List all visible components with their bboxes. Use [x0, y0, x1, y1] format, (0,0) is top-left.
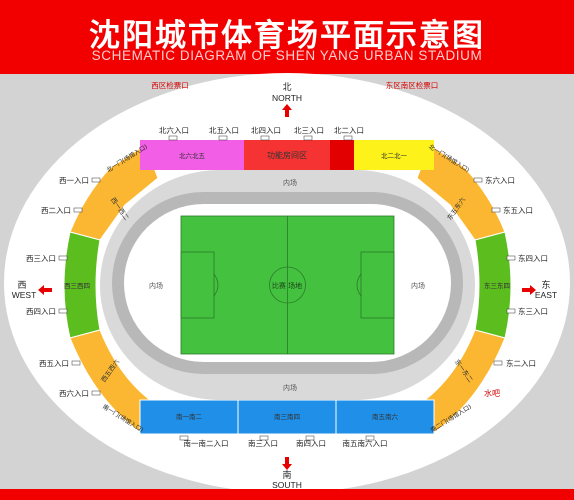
header-banner: 沈阳城市体育场平面示意图 SCHEMATIC DIAGRAM OF SHEN Y… — [0, 0, 574, 74]
entrance-w5[interactable]: 西五入口 — [39, 359, 69, 368]
entrance-w4[interactable]: 西四入口 — [26, 307, 56, 316]
entrance-n3[interactable]: 北三入口 — [294, 126, 324, 135]
entrance-n2[interactable]: 北二入口 — [334, 126, 364, 135]
entrance-s3[interactable]: 南三入口 — [248, 438, 278, 448]
footer-bar — [0, 489, 574, 500]
gate-n5-icon — [218, 135, 228, 141]
entrance-n6[interactable]: 北六入口 — [159, 125, 189, 135]
page-title: 沈阳城市体育场平面示意图 — [89, 18, 485, 54]
entrance-w1[interactable]: 西一入口 — [59, 176, 89, 185]
infield-label-right: 内场 — [411, 281, 425, 290]
infield-label-top: 内场 — [283, 178, 297, 187]
section-label-north-pink: 北六北五 — [179, 151, 206, 160]
entrance-w3[interactable]: 西三入口 — [26, 254, 56, 263]
entrance-e2[interactable]: 东二入口 — [506, 358, 536, 368]
section-label-south-3: 南五南六 — [372, 412, 399, 421]
infield-label-bottom: 内场 — [283, 383, 297, 392]
gate-s12-icon — [179, 435, 189, 441]
gate-n2-icon — [343, 135, 353, 141]
gate-e6-icon — [473, 177, 483, 183]
south-label-en: SOUTH — [272, 480, 302, 490]
gate-n3-icon — [303, 135, 313, 141]
infield-label-left: 内场 — [149, 281, 163, 290]
section-label-north-yellow: 北二北一 — [381, 152, 408, 160]
entrance-s56[interactable]: 南五南六入口 — [343, 438, 388, 448]
entrance-e5[interactable]: 东五入口 — [503, 205, 533, 215]
west-label-en: WEST — [12, 290, 37, 300]
section-label-south-2: 南三南四 — [274, 412, 300, 421]
gate-s56-icon — [365, 435, 375, 441]
gate-w5-icon — [71, 360, 81, 366]
stand-south-1[interactable] — [139, 399, 239, 435]
section-label-west: 西三西四 — [64, 282, 90, 290]
gate-w3-icon — [58, 255, 68, 261]
pitch-label: 比赛 场地 — [272, 281, 302, 290]
stand-north-pink[interactable] — [140, 140, 244, 170]
gate-e5-icon — [491, 207, 501, 213]
north-label-cn: 北 — [282, 82, 291, 93]
east-label-cn: 东 — [541, 279, 550, 291]
gate-s3-icon — [259, 435, 269, 441]
section-label-south-1: 南一南二 — [176, 412, 203, 421]
stand-northwest[interactable] — [69, 144, 159, 241]
east-label-en: EAST — [535, 290, 557, 300]
pitch-penalty-box-right — [360, 251, 395, 319]
gate-e4-icon — [506, 255, 516, 261]
stand-south-3[interactable] — [335, 399, 435, 435]
pitch-arc-left — [213, 273, 219, 297]
stand-south-2[interactable] — [237, 399, 337, 435]
north-label-en: NORTH — [272, 93, 302, 103]
stand-north-red-block — [330, 140, 354, 170]
entrance-n5[interactable]: 北五入口 — [209, 126, 239, 135]
gate-s4-icon — [305, 435, 315, 441]
entrance-w6[interactable]: 西六入口 — [59, 388, 89, 398]
gate-n6-icon — [168, 135, 178, 141]
stand-north-yellow[interactable] — [354, 140, 434, 170]
ticket-office-east[interactable]: 东区南区检票口 — [386, 80, 439, 90]
east-arrow-icon — [522, 285, 536, 295]
gate-w6-icon — [91, 390, 101, 396]
gate-w2-icon — [73, 207, 83, 213]
gate-w4-icon — [58, 308, 68, 314]
entrance-s12[interactable]: 南一南二入口 — [184, 438, 229, 448]
gate-w1-icon — [91, 177, 101, 183]
entrance-n4[interactable]: 北四入口 — [251, 126, 281, 135]
stand-north-function-rooms[interactable] — [244, 140, 330, 170]
ticket-office-west[interactable]: 西区检票口 — [151, 80, 189, 90]
entrance-e6[interactable]: 东六入口 — [485, 175, 515, 185]
pitch-penalty-box-left — [180, 251, 215, 319]
pitch-center-circle — [269, 266, 306, 304]
section-label-function-rooms: 功能房间区 — [267, 150, 307, 160]
section-label-east: 东三东四 — [484, 281, 510, 290]
water-bar-label[interactable]: 水吧 — [484, 388, 500, 398]
gate-e3-icon — [506, 308, 516, 314]
entrance-e3[interactable]: 东三入口 — [518, 306, 548, 316]
west-arrow-icon — [38, 285, 52, 295]
pitch-arc-right — [356, 273, 362, 297]
page-subtitle: SCHEMATIC DIAGRAM OF SHEN YANG URBAN STA… — [91, 48, 483, 63]
south-arrow-icon — [282, 457, 292, 470]
west-label-cn: 西 — [17, 280, 26, 291]
entrance-e4[interactable]: 东四入口 — [518, 253, 548, 263]
entrance-w2[interactable]: 西二入口 — [41, 206, 71, 215]
north-arrow-icon — [282, 104, 292, 117]
gate-e2-icon — [493, 360, 503, 366]
entrance-s4[interactable]: 南四入口 — [296, 438, 326, 448]
gate-n4-icon — [260, 135, 270, 141]
south-label-cn: 南 — [282, 469, 291, 481]
